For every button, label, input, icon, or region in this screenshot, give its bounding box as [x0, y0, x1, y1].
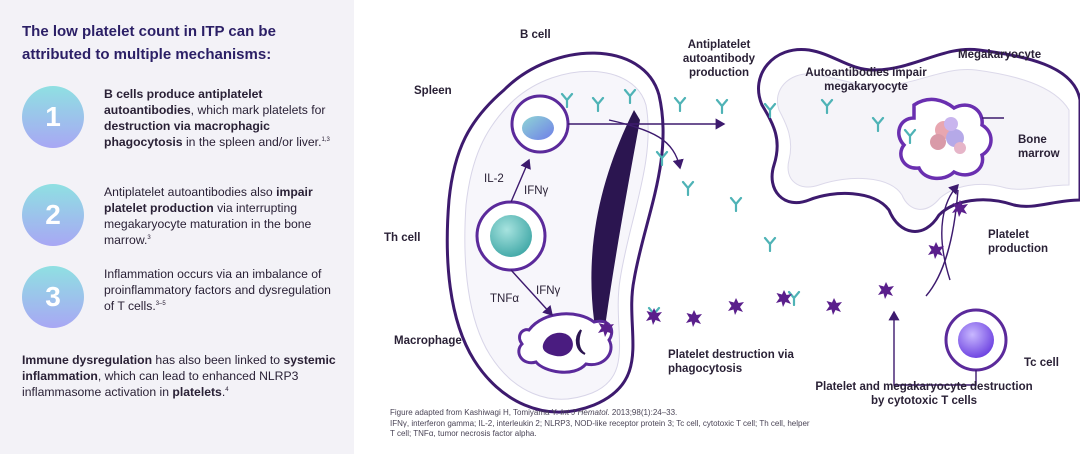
label-b-cell: B cell: [520, 29, 551, 41]
panel-title: The low platelet count in ITP can be att…: [22, 23, 276, 63]
emphasis-text: systemic inflammation: [22, 353, 336, 383]
b-cell: [510, 94, 570, 154]
itp-mechanism-diagram: B cell Spleen IL-2 IFNγ Th cell TNFα IFN…: [354, 0, 1080, 454]
body-text: Antiplatelet autoantibodies also: [104, 185, 277, 199]
mechanism-text: Inflammation occurs via an imbalance of …: [104, 266, 340, 314]
caption-source: Figure adapted from Kashiwagi H, Tomiyam…: [390, 408, 678, 417]
spleen: [445, 51, 665, 414]
body-text: in the spleen and/or liver.: [182, 135, 322, 149]
label-ifny-top: IFNγ: [524, 185, 549, 197]
label-cytotoxic-destruction: Platelet and megakaryocyte destruction b…: [815, 381, 1033, 407]
tc-cell: [944, 308, 1008, 372]
mechanism-text: B cells produce antiplatelet autoantibod…: [104, 86, 340, 150]
body-text: has also been linked to: [152, 353, 284, 367]
label-spleen: Spleen: [414, 85, 452, 97]
label-tnfa: TNFα: [490, 293, 520, 305]
emphasis-text: impair platelet production: [104, 185, 313, 215]
reference-marker: 3–5: [155, 300, 166, 307]
label-autoantibodies-impair: Autoantibodies impair megakaryocyte: [805, 67, 927, 93]
macrophage: [517, 312, 614, 374]
body-text: , which can lead to enhanced NLRP3 infla…: [22, 369, 299, 399]
body-text: via interrupting megakaryocyte maturatio…: [104, 201, 312, 247]
body-text: .: [221, 385, 226, 399]
label-platelet-production: Platelet production: [988, 229, 1049, 255]
mechanism-3: 3 Inflammation occurs via an imbalance o…: [22, 266, 342, 336]
mechanism-2: 2 Antiplatelet autoantibodies also impai…: [22, 184, 342, 254]
mechanism-number-badge: 2: [22, 184, 84, 246]
label-tc-cell: Tc cell: [1024, 357, 1059, 369]
label-th-cell: Th cell: [384, 232, 421, 244]
mechanism-text: Antiplatelet autoantibodies also impair …: [104, 184, 340, 248]
emphasis-text: destruction via macrophagic phagocytosis: [104, 119, 270, 149]
mechanism-number-badge: 3: [22, 266, 84, 328]
mechanisms-panel: The low platelet count in ITP can be att…: [0, 0, 354, 454]
caption-abbreviations: IFNγ, interferon gamma; IL-2, interleuki…: [390, 418, 810, 439]
mechanism-number-badge: 1: [22, 86, 84, 148]
figure-caption: Figure adapted from Kashiwagi H, Tomiyam…: [390, 408, 810, 440]
body-text: , which mark platelets for: [190, 103, 326, 117]
emphasis-text: Immune dysregulation: [22, 353, 153, 367]
label-antiplatelet-production: Antiplatelet autoantibody production: [682, 39, 756, 79]
reference-marker: 4: [225, 386, 229, 393]
immune-dysregulation-note: Immune dysregulation has also been linke…: [22, 352, 344, 400]
th-cell: [475, 200, 547, 272]
label-platelet-destruction: Platelet destruction via phagocytosis: [668, 349, 794, 375]
emphasis-text: B cells produce antiplatelet autoantibod…: [104, 87, 263, 117]
reference-marker: 3: [147, 234, 151, 241]
diagram-illustration: [445, 47, 1080, 414]
megakaryocyte: [897, 97, 993, 181]
emphasis-text: platelets: [172, 385, 222, 399]
label-il2: IL-2: [484, 173, 504, 185]
label-macrophage: Macrophage: [394, 335, 462, 347]
label-ifny-bottom: IFNγ: [536, 285, 561, 297]
body-text: Inflammation occurs via an imbalance of …: [104, 267, 331, 313]
label-bone-marrow: Bone marrow: [1018, 134, 1060, 160]
reference-marker: 1,3: [321, 136, 330, 143]
label-megakaryocyte: Megakaryocyte: [958, 49, 1042, 61]
mechanism-1: 1 B cells produce antiplatelet autoantib…: [22, 86, 342, 156]
